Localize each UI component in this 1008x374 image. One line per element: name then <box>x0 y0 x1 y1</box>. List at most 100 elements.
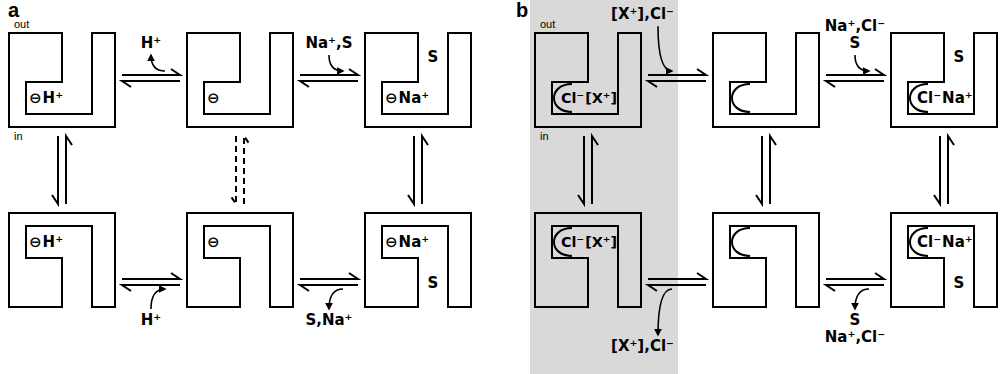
ion-label: H⁺ <box>141 312 161 329</box>
ion-text: S <box>954 50 965 65</box>
harpoon <box>648 81 706 87</box>
equilibrium-arrow <box>300 55 358 87</box>
transporter-state <box>712 32 820 128</box>
transporter-outline <box>8 32 116 128</box>
transporter-state: ⊖Na⁺S <box>364 212 472 308</box>
equilibrium-arrow <box>826 273 884 309</box>
transporter-outline <box>534 32 642 128</box>
chloride-pocket <box>732 84 750 112</box>
harpoon <box>756 136 762 204</box>
harpoon <box>826 69 884 75</box>
harpoon <box>592 136 598 204</box>
harpoon <box>66 136 72 204</box>
side-label: out <box>540 19 555 30</box>
transporter-state: ⊖ <box>186 32 294 128</box>
ion-text: [X⁺] <box>585 91 617 105</box>
transporter-state <box>712 212 820 308</box>
transporter-outline <box>186 32 294 128</box>
equilibrium-arrow <box>408 136 428 204</box>
harpoon <box>948 136 954 204</box>
transporter-outline <box>364 32 472 128</box>
equilibrium-arrow <box>756 136 776 204</box>
transporter-state: ⊖H⁺ <box>8 32 116 128</box>
harpoon <box>122 69 180 75</box>
harpoon <box>422 136 428 204</box>
binding-arrow <box>329 55 343 71</box>
transporter-state: Cl⁻Na⁺ S <box>890 212 998 308</box>
transporter-state: Cl⁻[X⁺] <box>534 212 642 308</box>
transporter-state: ⊖H⁺ <box>8 212 116 308</box>
ion-text: ⊖ <box>29 91 42 106</box>
ion-text: S <box>954 276 965 291</box>
binding-arrow <box>658 26 672 71</box>
harpoon <box>122 285 180 291</box>
ion-label: H⁺ <box>141 35 161 52</box>
side-label: in <box>14 131 23 142</box>
harpoon <box>578 136 584 204</box>
ion-text: ⊖ <box>29 235 42 250</box>
equilibrium-arrow <box>826 55 884 87</box>
ion-text: Cl⁻ <box>561 235 584 249</box>
binding-arrow <box>151 289 165 309</box>
ion-text: S <box>428 50 439 65</box>
harpoon <box>300 273 358 279</box>
harpoon <box>770 136 776 204</box>
equilibrium-arrow <box>122 55 180 87</box>
ion-text: Cl⁻ <box>917 91 941 106</box>
transporter-outline <box>890 212 998 308</box>
ion-text: Na⁺ <box>942 235 973 250</box>
binding-arrow <box>151 55 165 71</box>
protein-outline <box>9 33 115 127</box>
equilibrium-arrow <box>648 273 706 335</box>
ion-label: [X⁺],Cl⁻ <box>611 338 674 355</box>
harpoon <box>230 136 236 204</box>
binding-arrow <box>855 289 869 309</box>
protein-outline <box>9 213 115 307</box>
protein-outline <box>535 33 641 127</box>
transporter-outline <box>890 32 998 128</box>
protein-outline <box>365 213 471 307</box>
equilibrium-arrow <box>52 136 72 204</box>
transporter-state: SCl⁻Na⁺ <box>890 32 998 128</box>
ion-label: Na⁺,Cl⁻ S <box>825 18 885 53</box>
transporter-state: S ⊖Na⁺ <box>364 32 472 128</box>
protein-outline <box>187 213 293 307</box>
harpoon <box>244 136 250 204</box>
transporter-state: ⊖ <box>186 212 294 308</box>
ion-text: H⁺ <box>43 235 63 250</box>
panel-letter: a <box>8 0 19 20</box>
ion-text: ⊖ <box>207 235 220 250</box>
protein-outline <box>535 213 641 307</box>
harpoon <box>300 69 358 75</box>
ion-text: S <box>428 276 439 291</box>
binding-arrow <box>329 289 343 309</box>
protein-outline <box>187 33 293 127</box>
harpoon <box>826 285 884 291</box>
protein-outline <box>713 213 819 307</box>
side-label: out <box>14 19 29 30</box>
equilibrium-arrow <box>578 136 598 204</box>
ion-text: Cl⁻ <box>561 91 584 105</box>
harpoon <box>122 81 180 87</box>
harpoon <box>300 81 358 87</box>
chloride-pocket <box>732 228 750 256</box>
binding-arrow <box>658 289 672 335</box>
equilibrium-arrow <box>648 26 706 87</box>
ion-text: Na⁺ <box>399 91 430 106</box>
equilibrium-arrow <box>300 273 358 309</box>
harpoon <box>826 273 884 279</box>
protein-outline <box>713 33 819 127</box>
ion-text: Cl⁻ <box>917 235 941 250</box>
harpoon <box>934 136 940 204</box>
harpoon <box>826 81 884 87</box>
ion-label: S Na⁺,Cl⁻ <box>825 312 885 347</box>
transporter-outline <box>712 212 820 308</box>
equilibrium-arrow <box>122 273 180 309</box>
ion-text: ⊖ <box>385 91 398 106</box>
transporter-state: Cl⁻[X⁺] <box>534 32 642 128</box>
ion-label: Na⁺,S <box>305 35 352 52</box>
protein-outline <box>891 213 997 307</box>
transporter-outline <box>186 212 294 308</box>
equilibrium-arrow <box>230 136 250 204</box>
